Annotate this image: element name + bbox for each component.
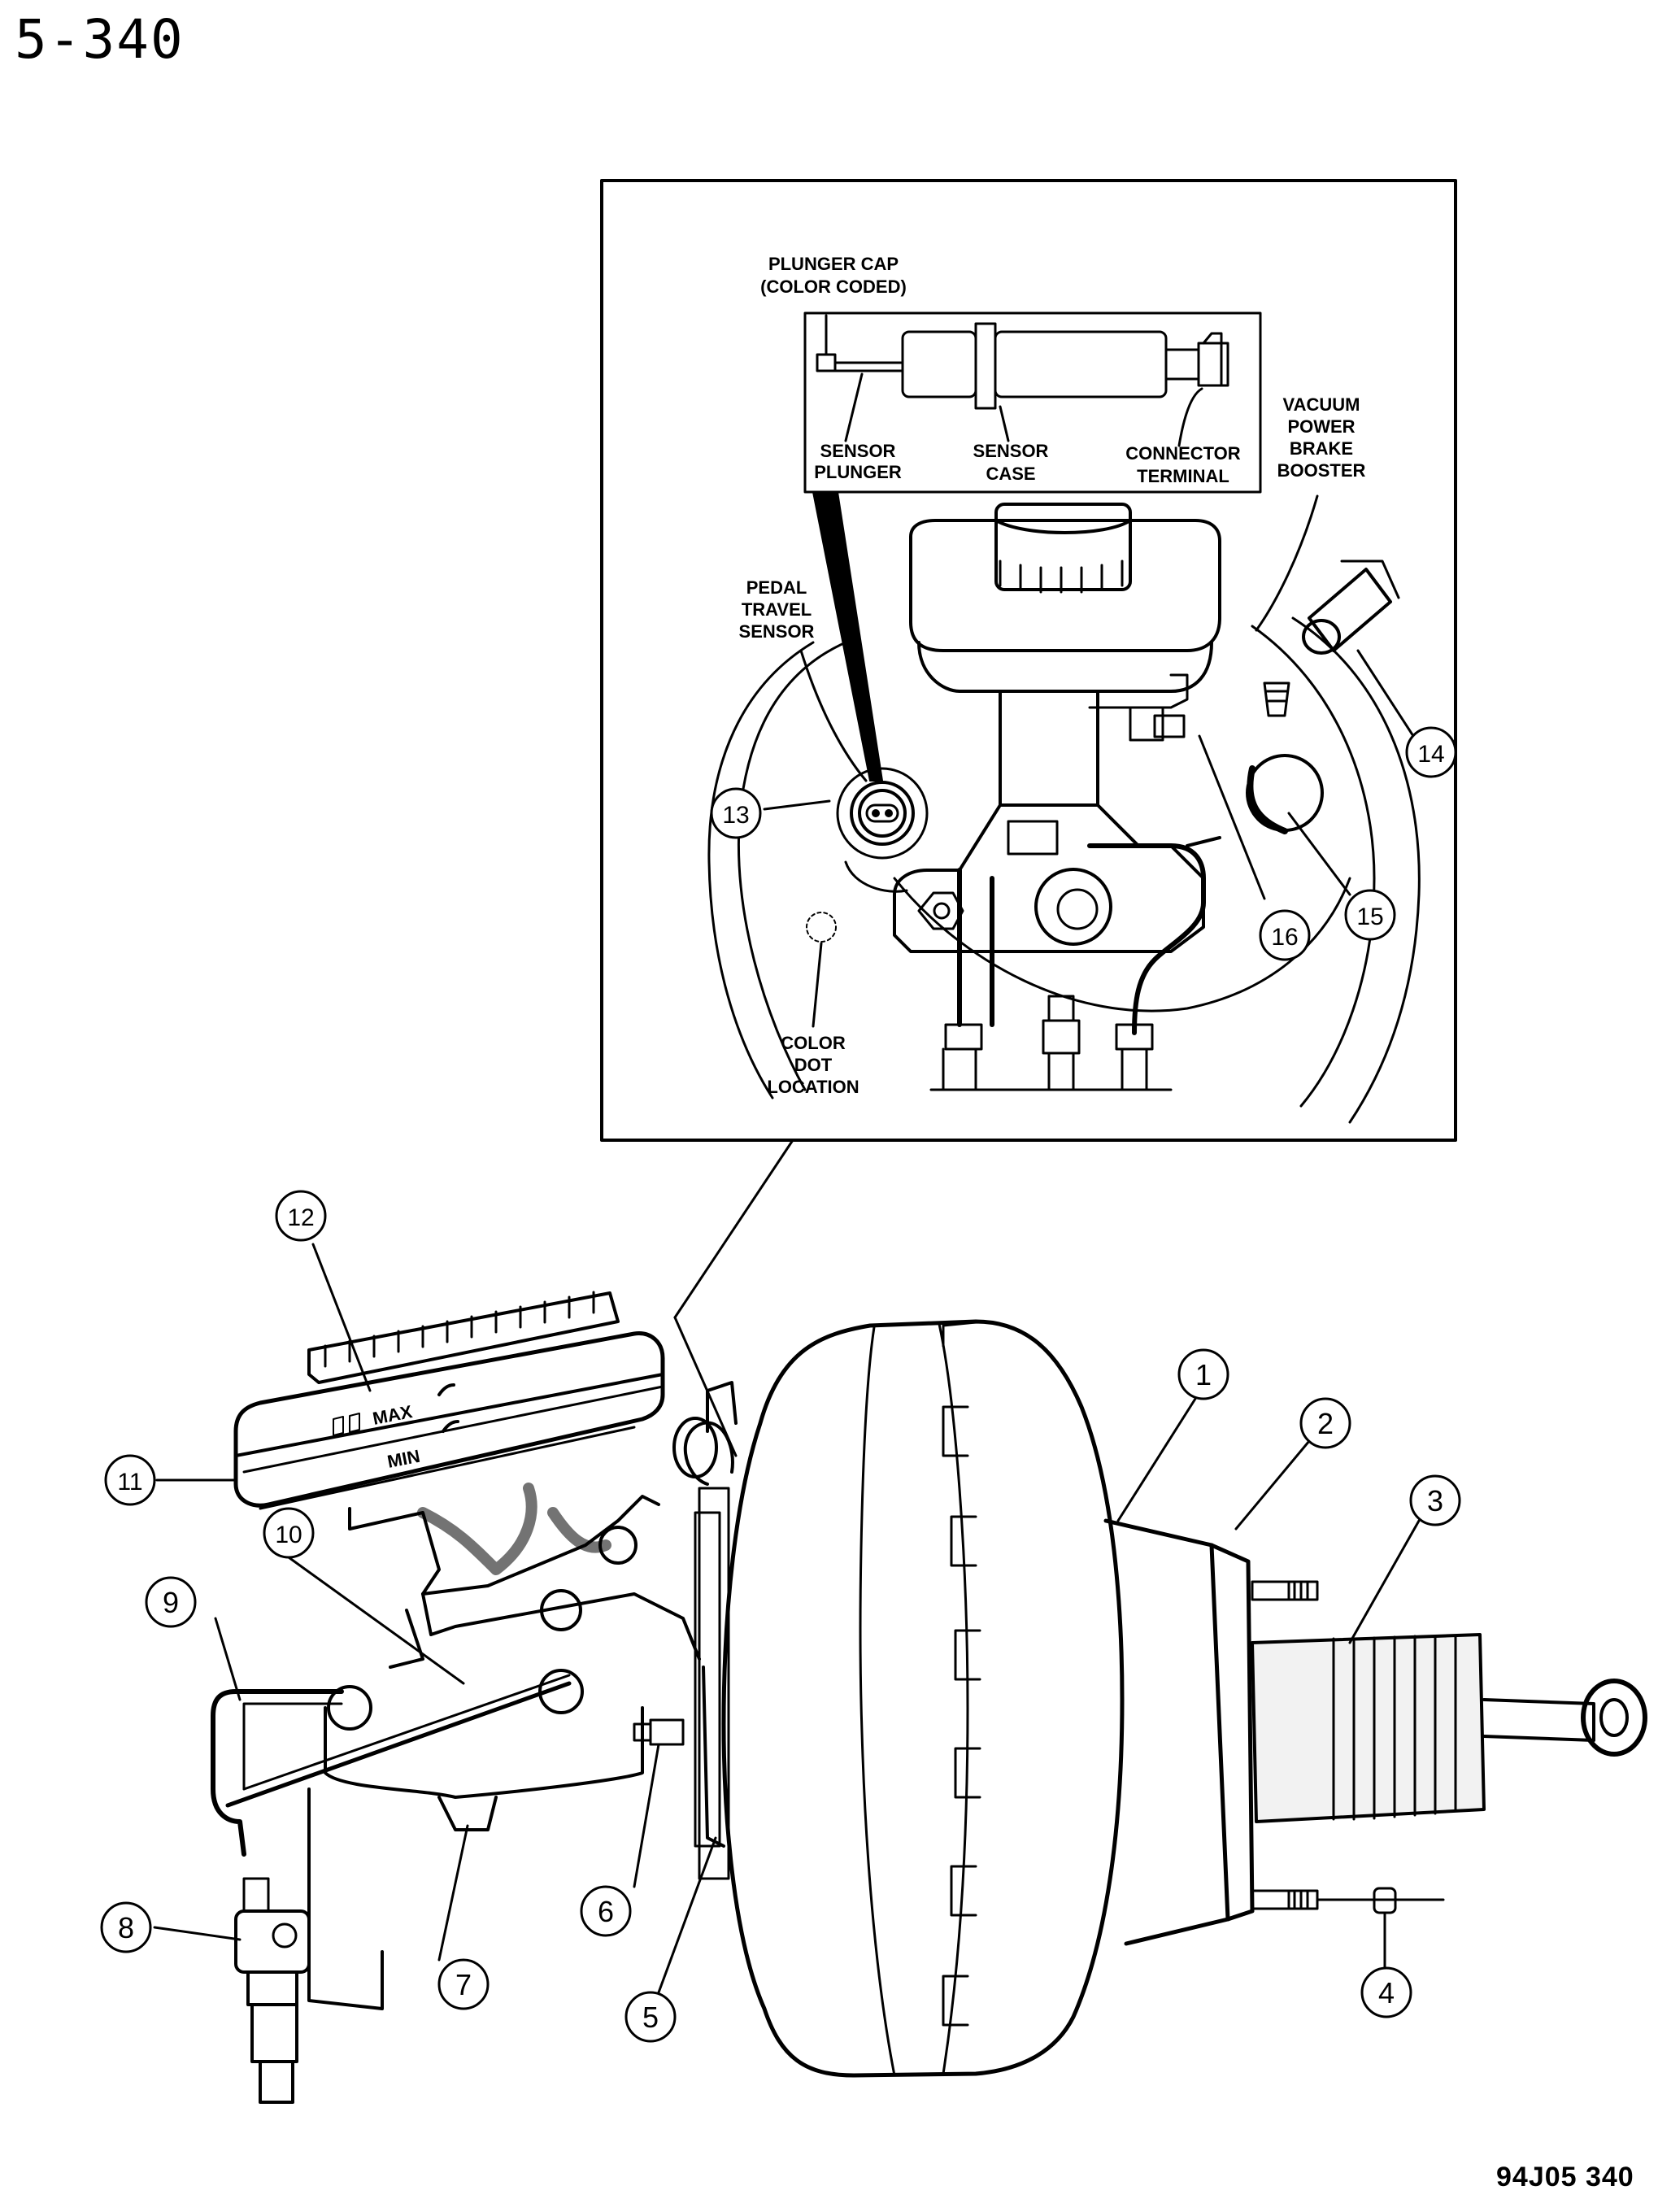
callout-13-label: 13 — [722, 802, 749, 829]
check-valve — [1246, 681, 1324, 834]
sensor-detail-box — [803, 311, 1262, 494]
reservoir-min-label: MIN — [385, 1446, 421, 1472]
pedal-travel-label-1: PEDAL — [746, 577, 807, 598]
callout-12 — [275, 1190, 327, 1242]
callout-15 — [1344, 889, 1396, 941]
booster-check-valve — [672, 1381, 738, 1486]
callout-6 — [580, 1885, 632, 1937]
gasket — [694, 1511, 721, 1848]
callout-5-label: 5 — [642, 2001, 659, 2034]
callout-1-label: 1 — [1195, 1358, 1212, 1391]
vacuum-hose — [1302, 560, 1400, 655]
inset-reservoir — [909, 503, 1221, 693]
callout-7-label: 7 — [455, 1968, 472, 2001]
reservoir-max-label: MAX — [371, 1401, 414, 1429]
callout-10 — [263, 1507, 315, 1559]
callout-5 — [624, 1991, 677, 2043]
callout-9 — [145, 1576, 197, 1628]
callout-9-label: 9 — [163, 1586, 179, 1619]
sensor-case-label: SENSOR — [973, 441, 1049, 461]
inset-frame — [600, 179, 1457, 1142]
color-dot-label-1: COLOR — [781, 1033, 846, 1053]
vacuum-booster-label-1: VACUUM — [1283, 394, 1360, 415]
vacuum-booster-label-4: BOOSTER — [1277, 460, 1366, 481]
callout-6-label: 6 — [598, 1895, 614, 1928]
color-dot — [806, 912, 837, 943]
callout-11-label: 11 — [117, 1469, 142, 1496]
sensor-plunger-sublabel: PLUNGER — [814, 462, 902, 482]
pedal-travel-sensor-detail — [816, 322, 1229, 410]
callout-3 — [1409, 1474, 1461, 1526]
callout-4 — [1360, 1966, 1412, 2018]
callout-11 — [104, 1454, 156, 1506]
vacuum-booster — [698, 1319, 1255, 2078]
vacuum-booster-label-2: POWER — [1287, 416, 1355, 437]
callout-1 — [1177, 1348, 1229, 1400]
color-dot-label-3: LOCATION — [767, 1077, 859, 1097]
pedal-travel-label-3: SENSOR — [739, 621, 815, 642]
sensor-case-sublabel: CASE — [986, 464, 1035, 484]
callout-14 — [1405, 726, 1457, 778]
callout-12-label: 12 — [287, 1204, 314, 1231]
mounting-nut — [633, 1718, 685, 1746]
page-number: 5-340 — [15, 8, 185, 71]
callout-2 — [1299, 1397, 1351, 1449]
figure-code: 94J05 340 — [1496, 2162, 1634, 2192]
plunger-cap-sublabel: (COLOR CODED) — [760, 276, 907, 297]
sensor-plunger-label: SENSOR — [820, 441, 896, 461]
mounting-studs — [1251, 1580, 1445, 1970]
callout-10-label: 10 — [275, 1522, 302, 1548]
brake-lines — [211, 1674, 572, 1857]
callout-15-label: 15 — [1356, 904, 1383, 930]
inset-master-cylinder — [893, 673, 1221, 1091]
pedal-travel-label-2: TRAVEL — [742, 599, 812, 620]
callout-8-label: 8 — [118, 1911, 134, 1944]
inset-leader-line — [673, 1139, 794, 1319]
pushrod-boot — [1251, 1633, 1647, 1823]
callout-2-label: 2 — [1317, 1407, 1334, 1440]
sensor-callout-wedge — [812, 491, 883, 782]
callout-7 — [437, 1958, 490, 2010]
master-cylinder-reservoir — [233, 1291, 701, 2010]
callout-3-label: 3 — [1427, 1484, 1443, 1517]
plunger-cap-label: PLUNGER CAP — [768, 254, 899, 274]
callout-4-label: 4 — [1378, 1976, 1395, 2010]
callout-8 — [100, 1901, 152, 1953]
connector-terminal-label: CONNECTOR — [1125, 443, 1240, 464]
pedal-travel-sensor-13 — [836, 767, 929, 893]
callout-13 — [710, 787, 762, 839]
connector-terminal-sublabel: TERMINAL — [1137, 466, 1229, 486]
callout-14-label: 14 — [1417, 741, 1444, 768]
callout-16 — [1259, 909, 1311, 961]
vacuum-booster-label-3: BRAKE — [1290, 438, 1353, 459]
callout-16-label: 16 — [1271, 924, 1298, 951]
color-dot-label-2: DOT — [794, 1055, 833, 1075]
proportioning-valve — [234, 1877, 311, 2104]
